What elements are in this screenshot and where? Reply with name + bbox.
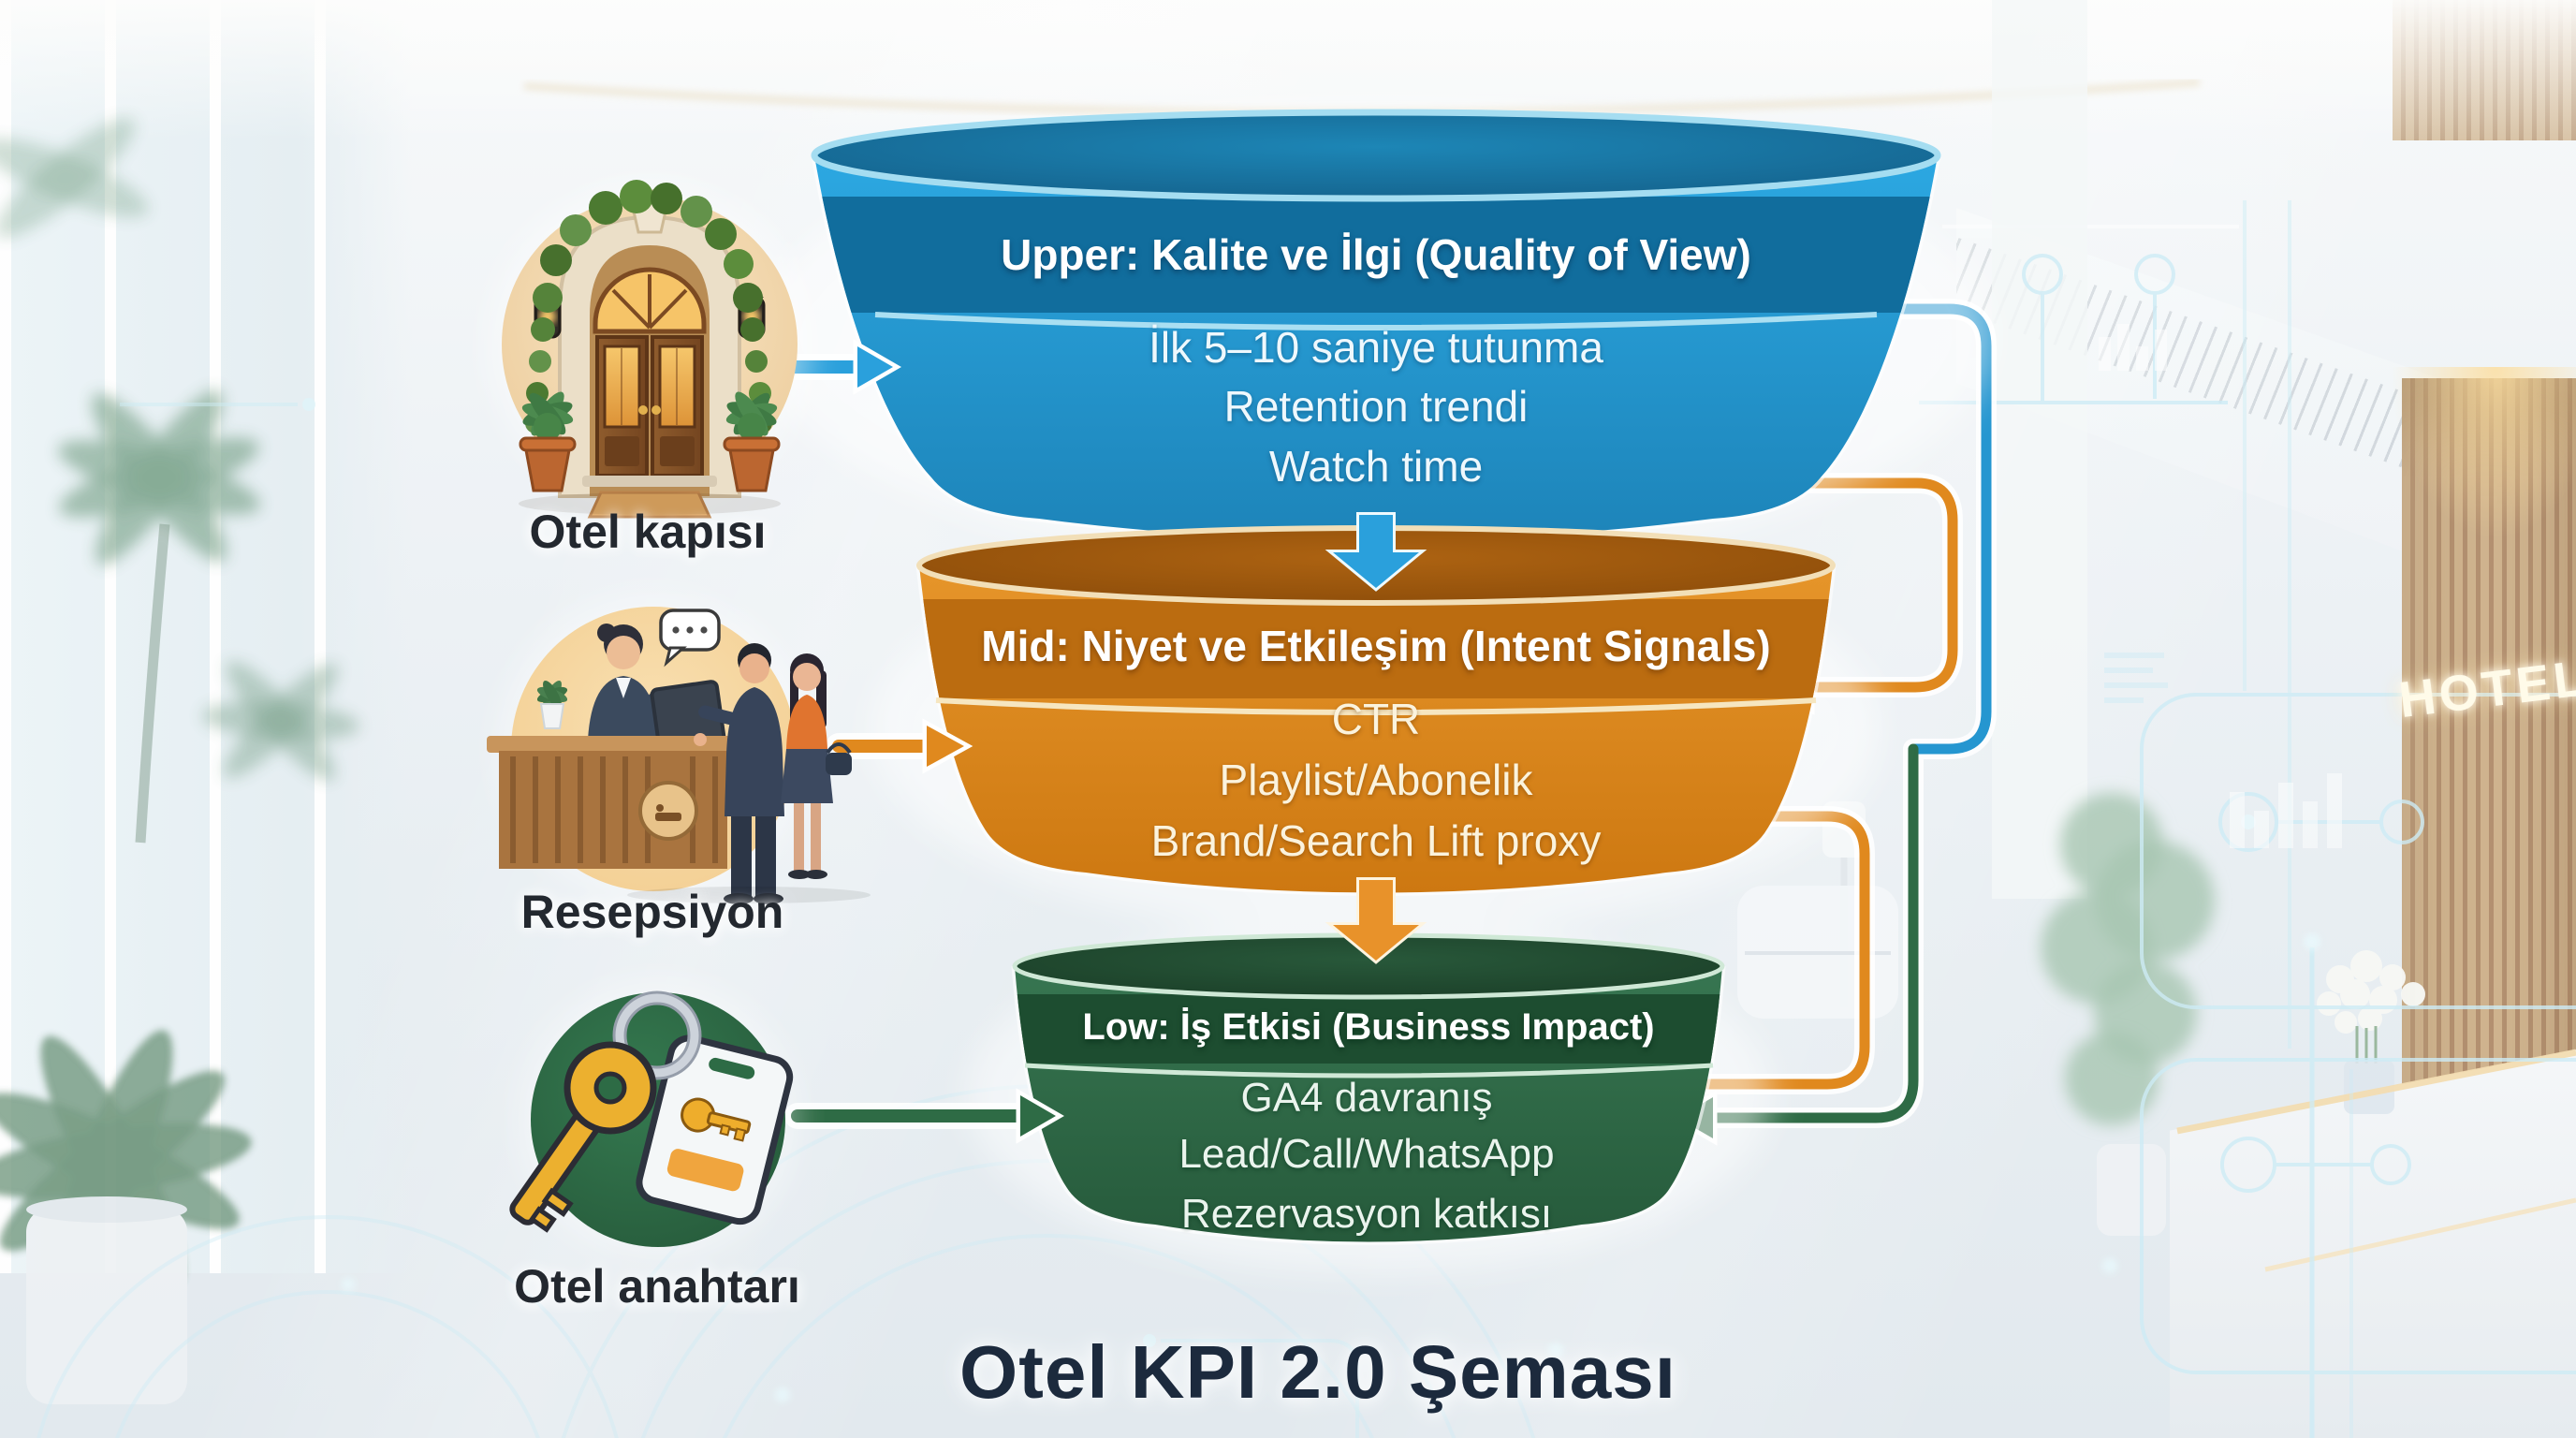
loop-upper-to-mid-orange bbox=[1801, 477, 1958, 693]
receptionist-figure bbox=[588, 624, 691, 740]
lobby-windows bbox=[0, 0, 412, 1273]
mid-to-low-arrow bbox=[1325, 877, 1427, 964]
flower-bouquet bbox=[2317, 950, 2425, 1114]
hotel-key-illustration bbox=[509, 981, 797, 1258]
key-card-tag bbox=[636, 1034, 794, 1225]
upper-funnel-line-2: Retention trendi bbox=[1223, 382, 1529, 431]
mid-funnel-line-2: Playlist/Abonelik bbox=[1219, 756, 1533, 804]
label-hotel-key: Otel anahtarı bbox=[514, 1260, 800, 1313]
label-hotel-door: Otel kapısı bbox=[529, 506, 767, 558]
low-funnel bbox=[1011, 932, 1727, 1242]
hotel-door-illustration bbox=[489, 180, 811, 519]
low-funnel-line-2: Lead/Call/WhatsApp bbox=[1178, 1131, 1555, 1177]
upper-to-mid-arrow bbox=[1325, 512, 1427, 592]
wall-cove-light bbox=[2393, 367, 2576, 536]
upper-funnel bbox=[811, 109, 1941, 540]
upper-funnel-header: Upper: Kalite ve İlgi (Quality of View) bbox=[1001, 230, 1751, 279]
loop-green-segment bbox=[1707, 743, 1919, 1123]
loop-mid-to-low-orange bbox=[1689, 811, 1870, 1090]
feedback-loops bbox=[1669, 299, 1997, 1146]
low-funnel-header: Low: İş Etkisi (Business Impact) bbox=[1082, 1006, 1655, 1048]
speech-bubble-icon bbox=[659, 609, 721, 668]
low-funnel-line-3: Rezervasyon katkısı bbox=[1180, 1191, 1553, 1237]
mid-funnel-line-1: CTR bbox=[1331, 695, 1421, 743]
palm-plants bbox=[0, 118, 359, 1404]
label-reception: Resepsiyon bbox=[520, 886, 784, 938]
door-potted-plants bbox=[519, 391, 781, 492]
desk-plant bbox=[536, 680, 568, 729]
lobby-furniture bbox=[523, 0, 2576, 1272]
mid-funnel-line-3: Brand/Search Lift proxy bbox=[1150, 816, 1602, 865]
low-funnel-line-1: GA4 davranış bbox=[1240, 1075, 1493, 1121]
page-title: Otel KPI 2.0 Şeması bbox=[959, 1330, 1677, 1414]
reception-desk-illustration bbox=[487, 594, 871, 904]
mid-funnel bbox=[913, 525, 1839, 893]
gold-key bbox=[509, 1041, 657, 1233]
upper-funnel-line-3: Watch time bbox=[1268, 442, 1484, 491]
mid-funnel-header: Mid: Niyet ve Etkileşim (Intent Signals) bbox=[981, 622, 1771, 670]
guest-woman-figure bbox=[781, 653, 852, 879]
upper-funnel-line-1: İlk 5–10 saniye tutunma bbox=[1149, 323, 1603, 372]
guest-man-figure bbox=[694, 643, 784, 904]
funnel-down-arrows bbox=[1325, 512, 1427, 964]
